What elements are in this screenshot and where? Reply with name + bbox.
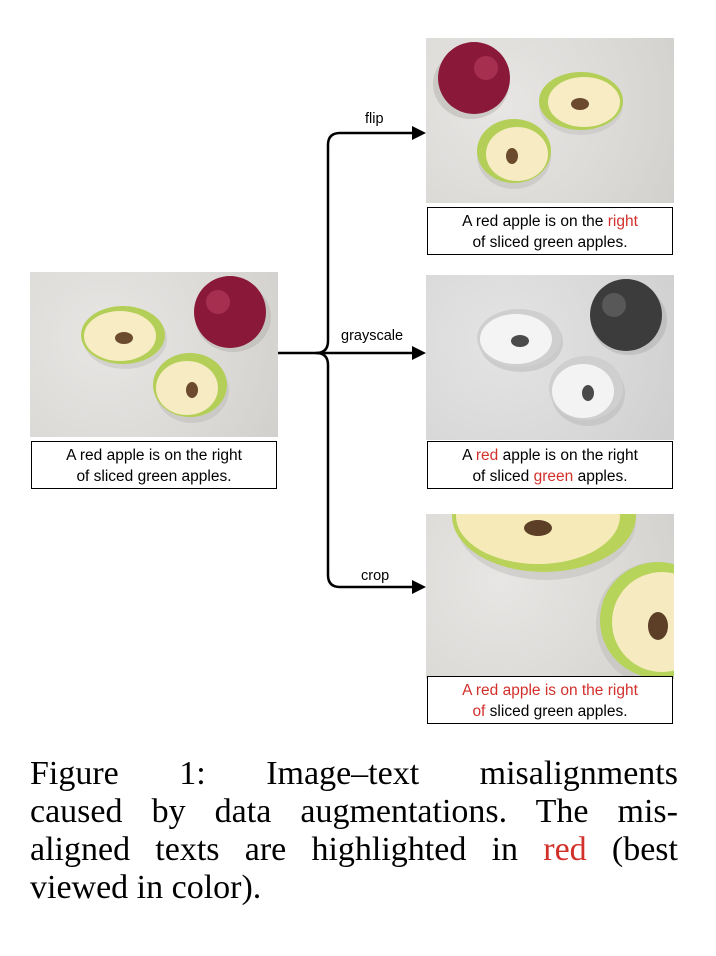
flip-connector — [315, 131, 414, 355]
flip-highlight: right — [607, 213, 638, 230]
grayscale-highlight-green: green — [533, 468, 574, 485]
original-caption: A red apple is on the right of sliced gr… — [31, 441, 277, 489]
grayscale-apple-photo — [426, 275, 674, 440]
figure-caption-line2: caused by data augmentations. The mis- — [30, 793, 678, 830]
flipped-apple-photo — [426, 38, 674, 203]
crop-label: crop — [361, 568, 390, 584]
figure-caption-line4: viewed in color). — [30, 869, 262, 906]
original-apple-photo — [30, 272, 278, 437]
flip-label: flip — [365, 111, 384, 127]
grayscale-label: grayscale — [341, 328, 404, 344]
crop-caption: A red apple is on the right of sliced gr… — [427, 676, 673, 724]
crop-arrowhead — [412, 580, 426, 594]
grayscale-caption: A red apple is on the right of sliced gr… — [427, 441, 673, 489]
grayscale-caption-line1: A red apple is on the right — [462, 447, 638, 464]
figure-caption-line3: aligned texts are highlighted in red (be… — [30, 831, 678, 868]
crop-caption-line1: A red apple is on the right — [462, 682, 638, 699]
grayscale-highlight-red: red — [475, 447, 499, 464]
figure-caption-red-word: red — [543, 831, 587, 868]
flip-caption-line2: of sliced green apples. — [472, 234, 628, 251]
grayscale-caption-line2: of sliced green apples. — [472, 468, 628, 485]
crop-highlight-of: of — [472, 703, 486, 720]
flip-arrowhead — [412, 126, 426, 140]
original-caption-line2: of sliced green apples. — [76, 468, 232, 485]
original-caption-line1: A red apple is on the right — [66, 447, 242, 464]
flip-caption-line1: A red apple is on the right — [462, 213, 638, 230]
figure-caption-line1: Figure 1: Image–text misalignments — [30, 755, 678, 792]
crop-caption-line2: of sliced green apples. — [472, 703, 628, 720]
cropped-apple-photo — [426, 514, 674, 679]
flip-caption: A red apple is on the right of sliced gr… — [427, 207, 673, 255]
grayscale-arrowhead — [412, 346, 426, 360]
crop-connector — [315, 351, 414, 589]
figure-caption: Figure 1: Image–text misalignments cause… — [30, 755, 678, 907]
